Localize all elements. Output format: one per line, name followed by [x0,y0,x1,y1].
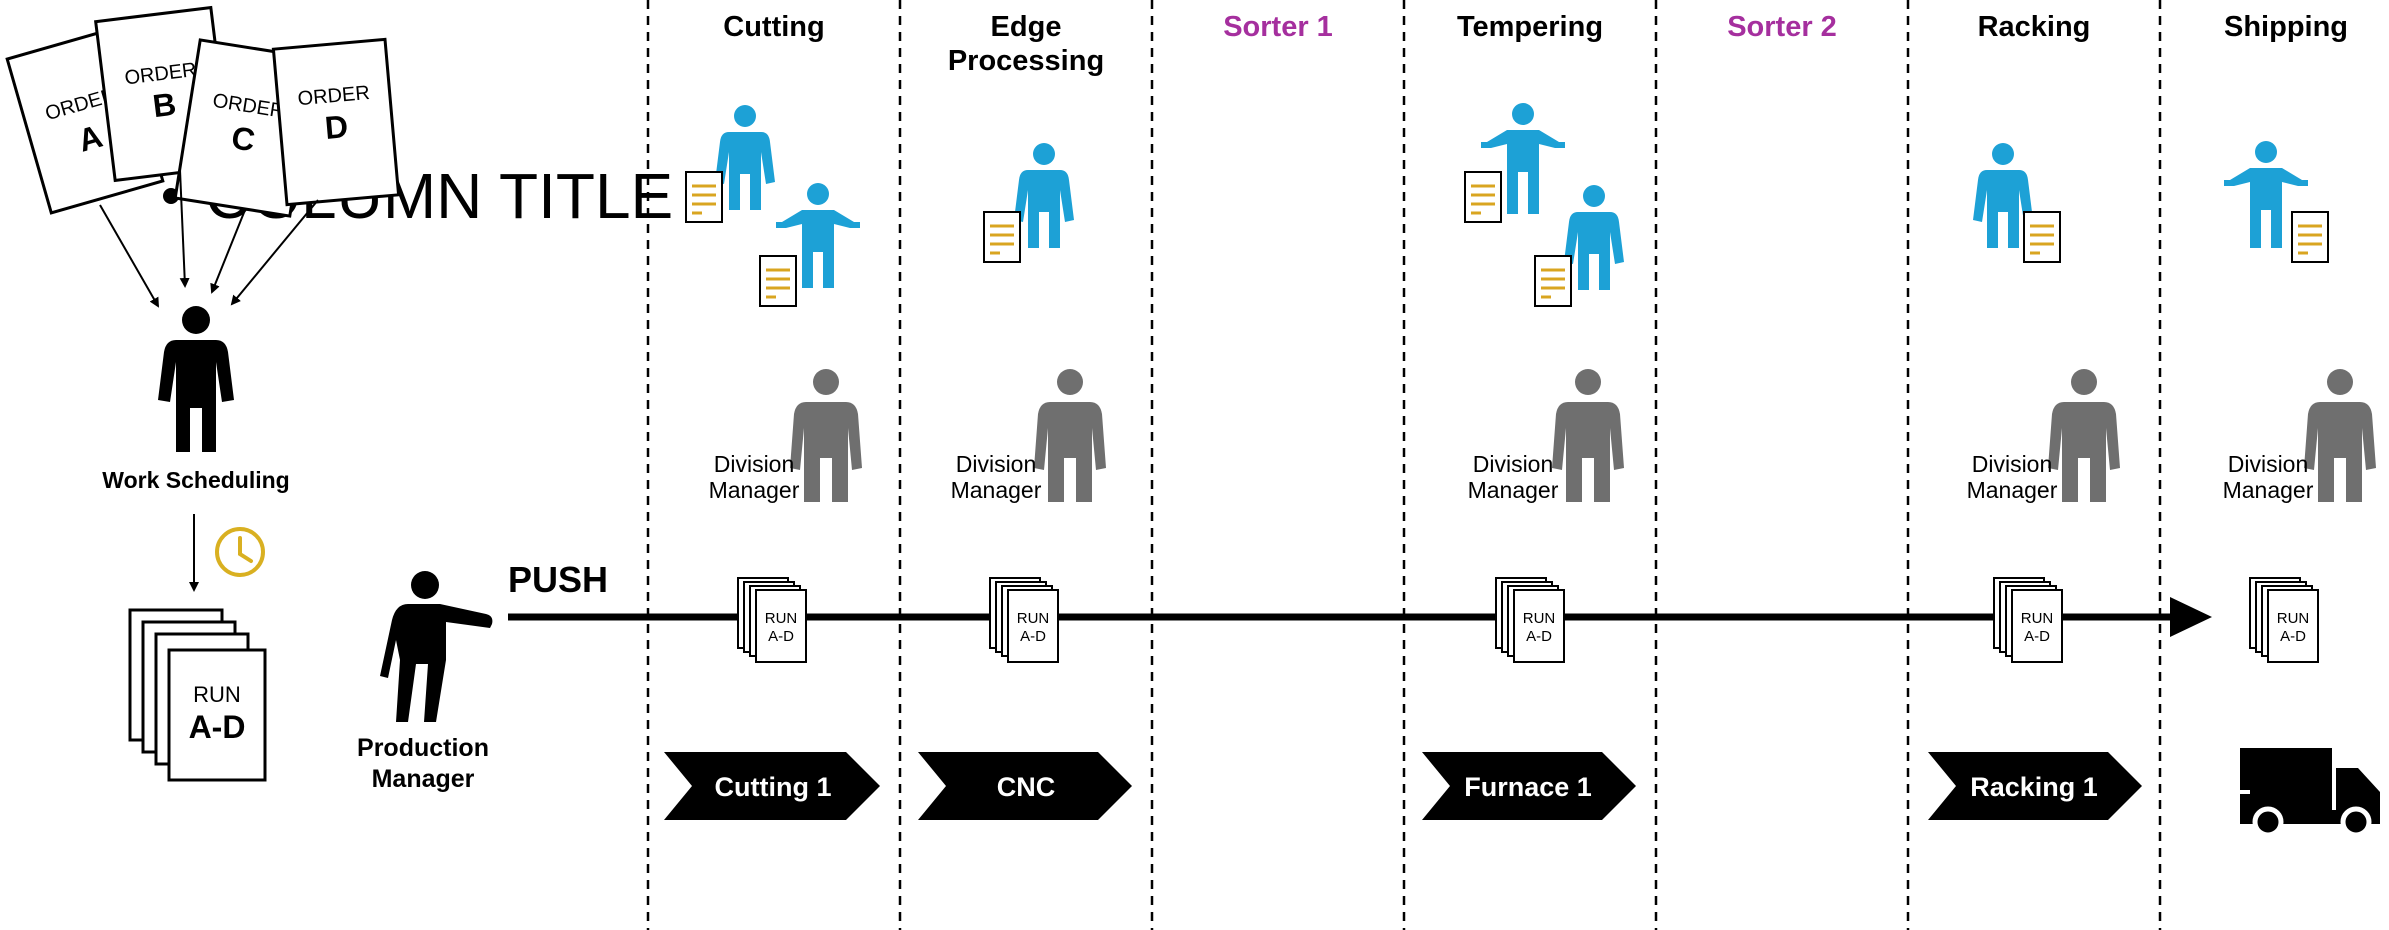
svg-text:RUN: RUN [1017,610,1050,627]
order-arrows [99,169,319,308]
column-dividers [646,0,2162,930]
division-manager-person [790,369,862,502]
run-stack-shipping: RUN A-D [2249,577,2319,663]
operators-cutting [685,105,860,307]
svg-text:D: D [323,108,349,146]
document-icon [983,211,1021,263]
svg-text:Furnace 1: Furnace 1 [1464,772,1592,802]
operators-racking [1973,143,2061,263]
operator-person [715,105,775,210]
svg-text:CNC: CNC [997,772,1056,802]
run-stack-tempering: RUN A-D [1495,577,1565,663]
document-icon [1464,171,1502,223]
column-header-sorter-1: Sorter 1 [1223,11,1333,43]
operator-person [776,183,860,288]
svg-text:C: C [229,119,257,158]
run-stack-cutting: RUN A-D [737,577,807,663]
division-manager-person [1552,369,1624,502]
work-scheduling-label: Work Scheduling [102,467,289,493]
document-icon [1534,255,1572,307]
truck-icon [2240,748,2380,838]
run-stack-edge-processing: RUN A-D [989,577,1059,663]
machine-cnc: CNC [918,752,1132,820]
column-header-racking: Racking [1978,11,2091,43]
svg-text:RUN: RUN [1523,610,1556,627]
svg-text:A-D: A-D [768,628,794,645]
svg-text:B: B [151,86,178,125]
column-header-cutting: Cutting [723,11,824,43]
svg-text:Cutting 1: Cutting 1 [715,772,832,802]
run-stack-racking: RUN A-D [1993,577,2063,663]
machine-furnace-1: Furnace 1 [1422,752,1636,820]
division-manager-person [2304,369,2376,502]
operator-person [1973,143,2033,248]
svg-text:A-D: A-D [1020,628,1046,645]
document-icon [2291,211,2329,263]
svg-text:RUN: RUN [2277,610,2310,627]
order-sheet-d: ORDER D [271,37,401,207]
operator-person [1481,103,1565,214]
svg-text:RUN: RUN [2021,610,2054,627]
column-header-sorter-2: Sorter 2 [1727,11,1837,43]
svg-text:Racking 1: Racking 1 [1970,772,2098,802]
run-stack-word: RUN [193,682,241,707]
operator-person [1014,143,1074,248]
document-icon [685,171,723,223]
push-arrowhead [2170,597,2212,637]
push-label: PUSH [508,559,608,600]
operators-tempering [1464,103,1624,307]
run-stack-range: A-D [189,709,246,745]
column-header-shipping: Shipping [2224,11,2348,43]
work-scheduler-person [158,306,234,452]
operators-shipping [2224,141,2329,263]
operator-person [2224,141,2308,248]
operators-edge-processing [983,143,1074,263]
operator-person [1564,185,1624,290]
column-header-tempering: Tempering [1457,11,1603,43]
clock-icon [215,527,265,577]
run-stack-large [128,608,267,782]
division-manager-person [1034,369,1106,502]
machine-racking-1: Racking 1 [1928,752,2142,820]
svg-text:RUN: RUN [765,610,798,627]
document-icon [759,255,797,307]
svg-text:A-D: A-D [2024,628,2050,645]
document-icon [2023,211,2061,263]
svg-text:A-D: A-D [1526,628,1552,645]
production-manager-person [380,571,493,722]
machine-cutting-1: Cutting 1 [664,752,880,820]
svg-text:A-D: A-D [2280,628,2306,645]
division-manager-person [2048,369,2120,502]
